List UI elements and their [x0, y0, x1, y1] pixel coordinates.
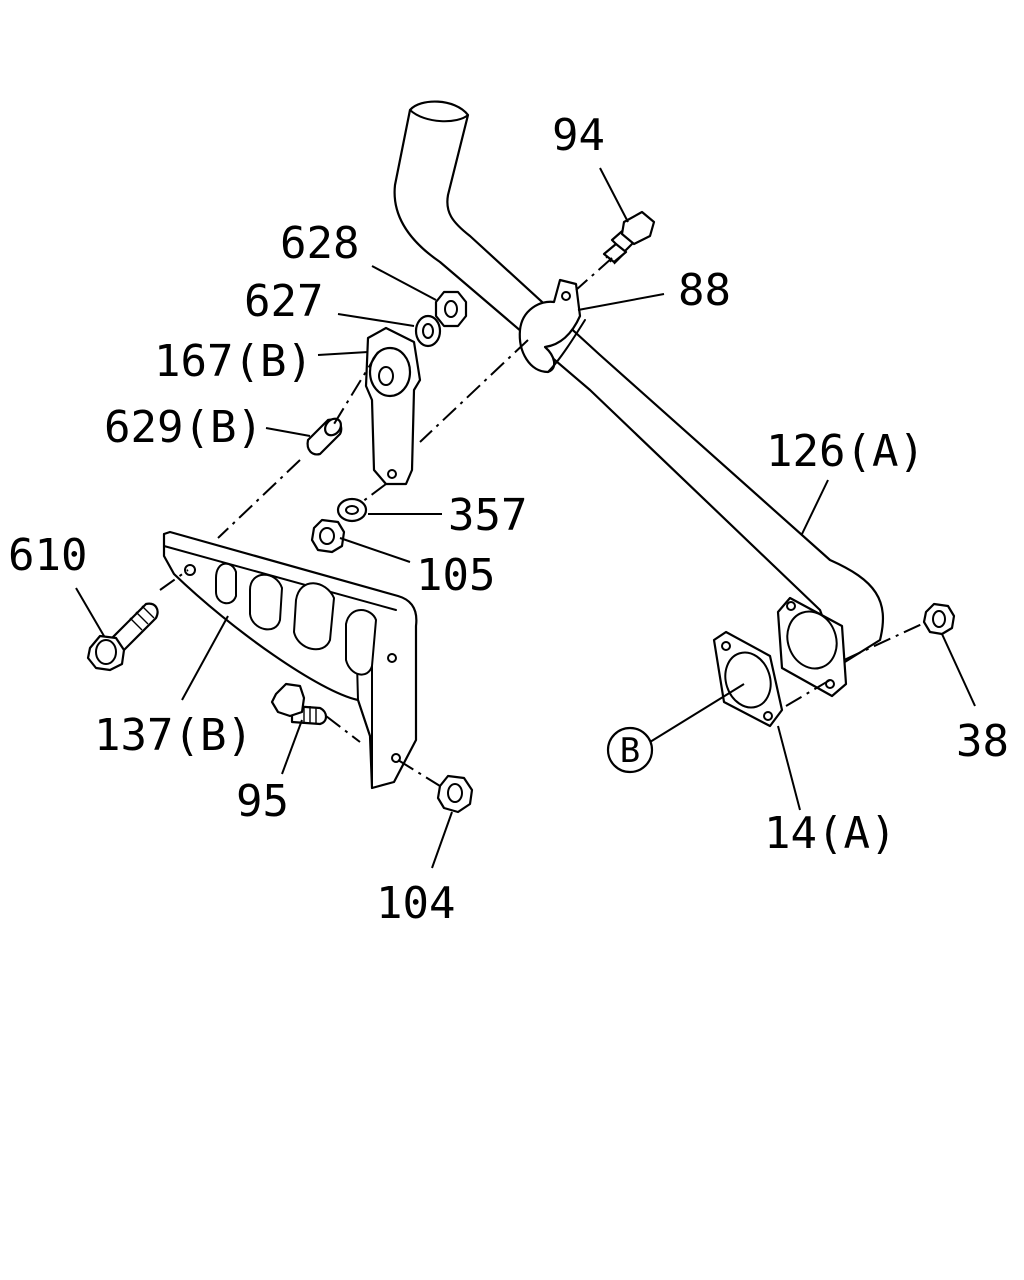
exhaust-pipe: [393, 100, 885, 698]
heat-shield-137b: [162, 530, 418, 790]
callout-94: 94: [552, 110, 605, 161]
callout-137b: 137(B): [94, 710, 253, 761]
nut-38: [922, 602, 956, 636]
bolt-95: [270, 682, 328, 726]
spacer-629b: [306, 417, 343, 456]
callout-357: 357: [448, 490, 527, 541]
callout-14a: 14(A): [764, 808, 896, 859]
pipe-clamp: [518, 278, 586, 374]
reference-marker-label: B: [620, 731, 640, 771]
callout-628: 628: [280, 218, 359, 269]
bolt-94: [602, 210, 656, 265]
nut-628: [434, 290, 468, 328]
callout-38: 38: [956, 716, 1009, 767]
reference-marker-b: B: [606, 726, 654, 774]
callout-610: 610: [8, 530, 87, 581]
callout-88: 88: [678, 265, 731, 316]
nut-105: [310, 518, 346, 554]
gasket-14a: [712, 630, 784, 728]
assembly-lines: [159, 257, 923, 787]
bolt-610: [86, 602, 159, 672]
nut-104: [436, 774, 474, 814]
bracket-167b: [364, 326, 422, 486]
callouts: 94 628 88 627 167(B) 629(B) 126(A) 357 6…: [8, 110, 1009, 929]
leader-lines: [75, 167, 976, 869]
washer-357: [336, 497, 368, 523]
callout-167b: 167(B): [154, 336, 313, 387]
callout-104: 104: [376, 878, 455, 929]
washer-627: [414, 314, 442, 348]
callout-95: 95: [236, 776, 289, 827]
callout-629b: 629(B): [104, 402, 263, 453]
callout-126a: 126(A): [766, 426, 925, 477]
callout-627: 627: [244, 276, 323, 327]
callout-105: 105: [416, 550, 495, 601]
